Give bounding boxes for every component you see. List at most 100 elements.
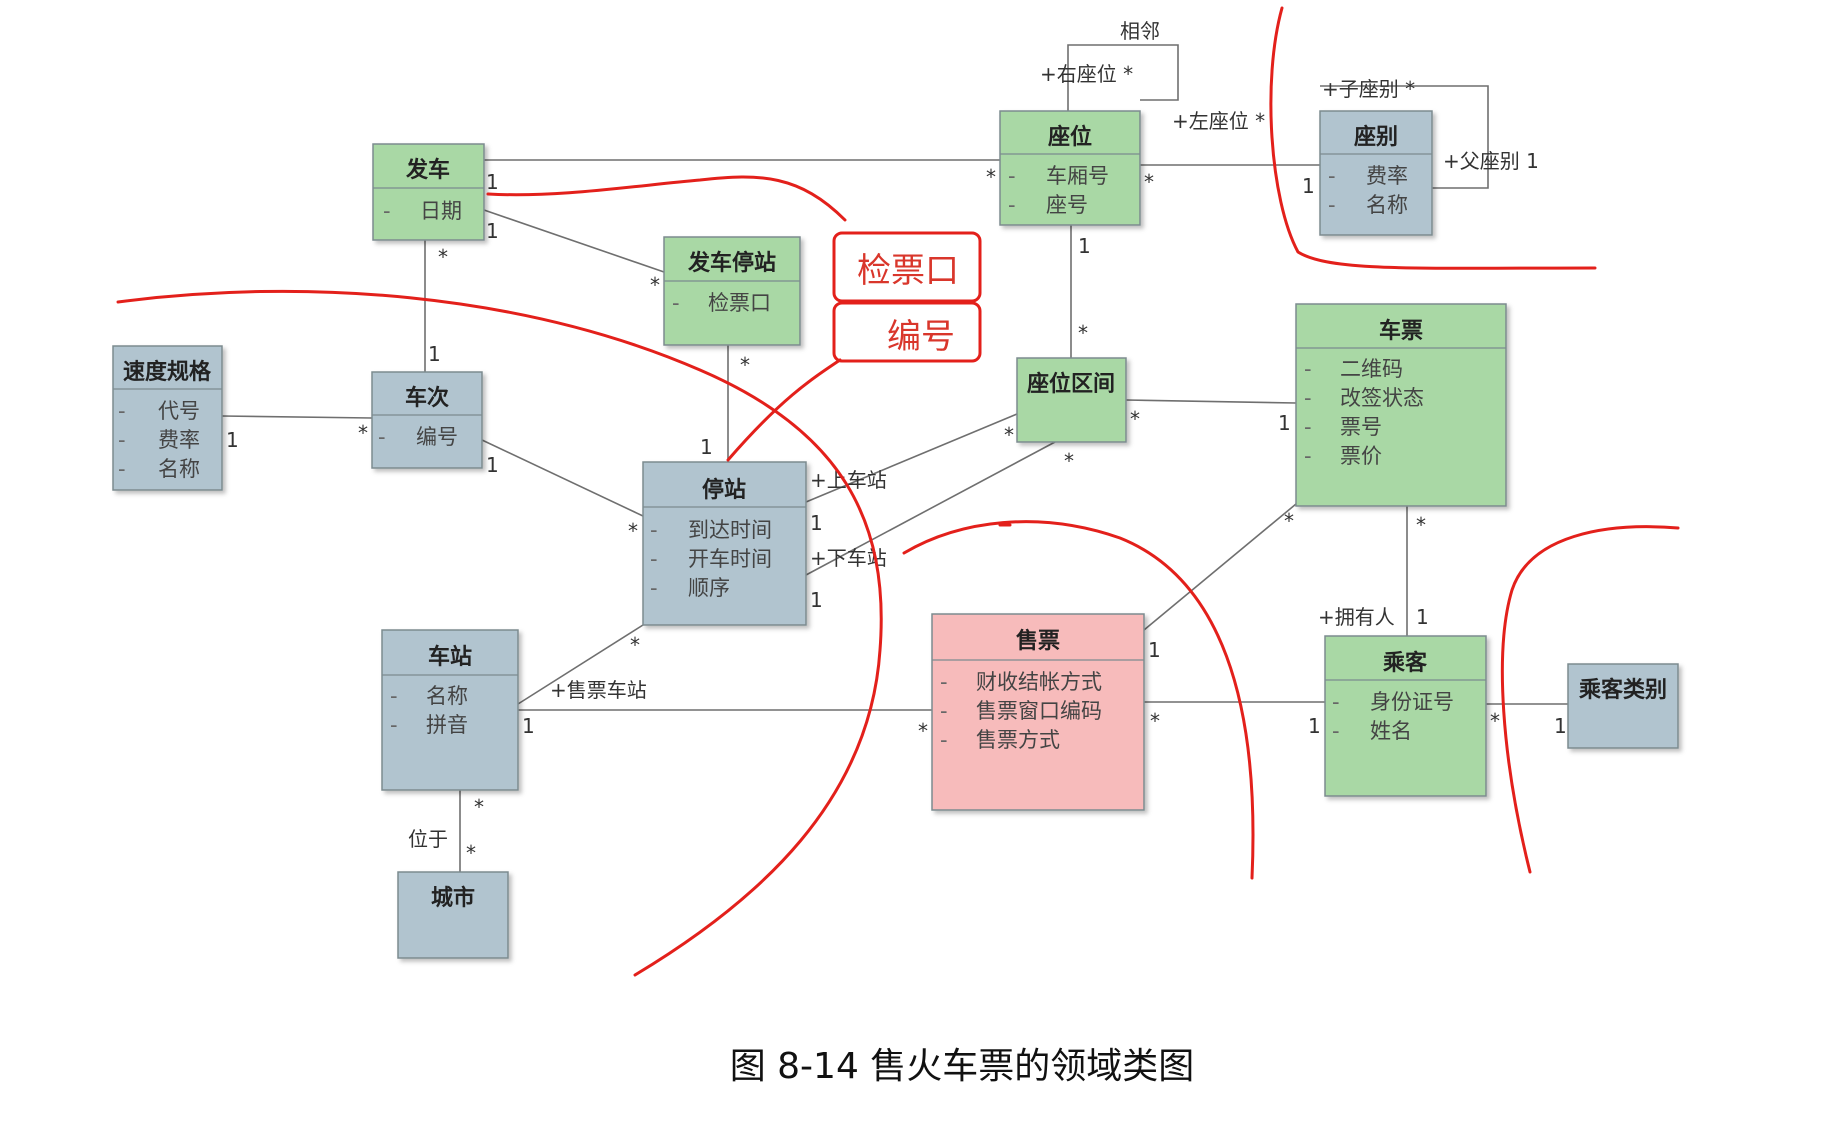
red-annotations <box>116 6 1680 977</box>
red-note-text-1: 检票口 <box>857 251 959 291</box>
mult-zuowei-qujian-star: * <box>1078 321 1088 345</box>
mult-shang-star: * <box>1004 423 1014 447</box>
class-sudu-vis-3: - <box>118 457 126 481</box>
class-fache-attr-1: 日期 <box>420 199 462 223</box>
class-chepiao-attr-4: 票价 <box>1340 444 1382 468</box>
mult-fache-fcts-star: * <box>650 273 660 297</box>
class-tingzhan-vis-3: - <box>650 576 658 600</box>
class-chepiao-vis-1: - <box>1304 357 1312 381</box>
class-chezhan <box>381 629 519 791</box>
assoc-zuobie-self <box>1320 85 1489 189</box>
mult-sudu-checi-1: 1 <box>226 428 239 452</box>
class-fachetingzhan-vis: - <box>672 291 680 315</box>
label-fu-zuobie: +父座别 1 <box>1443 149 1539 173</box>
label-shoupiaochezhan: +售票车站 <box>550 678 647 702</box>
class-sudu-vis-2: - <box>118 428 126 452</box>
mult-fache-zuowei-1: 1 <box>486 170 499 194</box>
class-qujian <box>1016 357 1127 443</box>
class-sudu-vis-1: - <box>118 399 126 423</box>
class-chezhan-attr-1: 名称 <box>426 684 468 708</box>
class-leibie-title: 乘客类别 <box>1578 677 1667 703</box>
mult-chepiao-chengke-star: * <box>1416 513 1426 537</box>
mult-qujian-chepiao-star: * <box>1130 407 1140 431</box>
mult-chengke-leibie-1: 1 <box>1554 714 1567 738</box>
mult-zuowei-qujian-1: 1 <box>1078 234 1091 258</box>
assoc-checi-tingzhan <box>481 439 644 517</box>
class-zuowei-vis-1: - <box>1008 164 1016 188</box>
class-zuobie-attr-1: 费率 <box>1366 164 1408 188</box>
label-weiyu: 位于 <box>408 827 448 851</box>
class-fache <box>372 143 485 241</box>
red-boundary-left <box>116 289 883 977</box>
class-chengke-vis-1: - <box>1332 690 1340 714</box>
class-shoupiao <box>931 613 1145 811</box>
class-zuowei-vis-2: - <box>1008 193 1016 217</box>
mult-shoupiao-chengke-1: 1 <box>1308 714 1321 738</box>
label-you-zuowei: +右座位 * <box>1040 62 1133 86</box>
mult-chezhan-shoupiao-1: 1 <box>522 714 535 738</box>
red-boundary-middle <box>902 520 1255 880</box>
class-chepiao <box>1295 303 1507 507</box>
class-zuowei <box>999 110 1141 226</box>
class-shoupiao-attr-1: 财收结帐方式 <box>976 670 1102 694</box>
class-zuobie-title: 座别 <box>1354 124 1398 150</box>
class-chepiao-attr-1: 二维码 <box>1340 357 1403 381</box>
assoc-tingzhan-qujian-xia <box>805 441 1056 576</box>
class-fachetingzhan <box>663 236 801 346</box>
class-leibie <box>1567 663 1679 749</box>
mult-fache-checi-1: 1 <box>428 342 441 366</box>
class-zuowei-attr-1: 车厢号 <box>1046 164 1109 188</box>
assoc-qujian-chepiao <box>1125 399 1297 404</box>
mult-chengshi-star: * <box>466 841 476 865</box>
mult-zuowei-zuobie-star: * <box>1144 170 1154 194</box>
class-shoupiao-title: 售票 <box>1016 628 1060 654</box>
assoc-fache-fachetingzhan <box>483 209 665 273</box>
class-tingzhan-vis-2: - <box>650 547 658 571</box>
red-boundary-right <box>1500 525 1680 874</box>
mult-qujian-chepiao-1: 1 <box>1278 411 1291 435</box>
mult-fache-checi-star: * <box>438 245 448 269</box>
class-sudu-attr-3: 名称 <box>158 457 200 481</box>
class-sudu-attr-2: 费率 <box>158 428 200 452</box>
mult-xia-1: 1 <box>810 588 823 612</box>
class-zuobie-vis-1: - <box>1328 164 1336 188</box>
class-chengshi <box>397 871 509 959</box>
mult-chepiao-shoupiao-1: 1 <box>1148 638 1161 662</box>
mult-shoupiao-chengke-star: * <box>1150 709 1160 733</box>
red-curve-fache-to-note <box>486 175 847 222</box>
class-chepiao-vis-3: - <box>1304 415 1312 439</box>
class-tingzhan <box>642 461 807 626</box>
mult-fcts-tingzhan-star: * <box>740 353 750 377</box>
label-zi-zuobie: +子座别 * <box>1322 77 1415 101</box>
class-chengke-vis-2: - <box>1332 719 1340 743</box>
class-chengshi-title: 城市 <box>431 885 475 911</box>
figure-caption: 图 8-14 售火车票的领域类图 <box>730 1046 1195 1087</box>
class-sudu-title: 速度规格 <box>123 359 212 385</box>
class-chezhan-vis-1: - <box>390 684 398 708</box>
class-chezhan-attr-2: 拼音 <box>426 713 468 737</box>
mult-checi-tingzhan-1: 1 <box>486 453 499 477</box>
mult-shang-1: 1 <box>810 511 823 535</box>
class-shoupiao-attr-2: 售票窗口编码 <box>976 699 1102 723</box>
class-shoupiao-attr-3: 售票方式 <box>976 728 1060 752</box>
label-yongyouren: +拥有人 <box>1318 605 1395 629</box>
mult-fache-fcts-1: 1 <box>486 219 499 243</box>
class-chengke-title: 乘客 <box>1382 650 1428 676</box>
assoc-sudu-checi <box>221 415 373 419</box>
mult-fcts-tingzhan-1: 1 <box>700 435 713 459</box>
class-chengke-attr-1: 身份证号 <box>1370 690 1454 714</box>
association-lines <box>221 44 1568 872</box>
class-tingzhan-title: 停站 <box>702 477 746 503</box>
red-boundary-top-right <box>1269 6 1597 270</box>
mult-chezhan-chengshi-star: * <box>474 795 484 819</box>
class-checi-vis: - <box>378 425 386 449</box>
mult-zuowei-zuobie-1: 1 <box>1302 174 1315 198</box>
red-note-box-top <box>832 231 982 303</box>
label-xianglin: 相邻 <box>1120 19 1160 43</box>
mult-chengke-leibie-star: * <box>1490 709 1500 733</box>
class-fachetingzhan-title: 发车停站 <box>687 250 776 276</box>
assoc-chezhan-tingzhan <box>517 624 644 705</box>
mult-xia-star: * <box>1064 449 1074 473</box>
class-tingzhan-attr-3: 顺序 <box>688 576 730 600</box>
